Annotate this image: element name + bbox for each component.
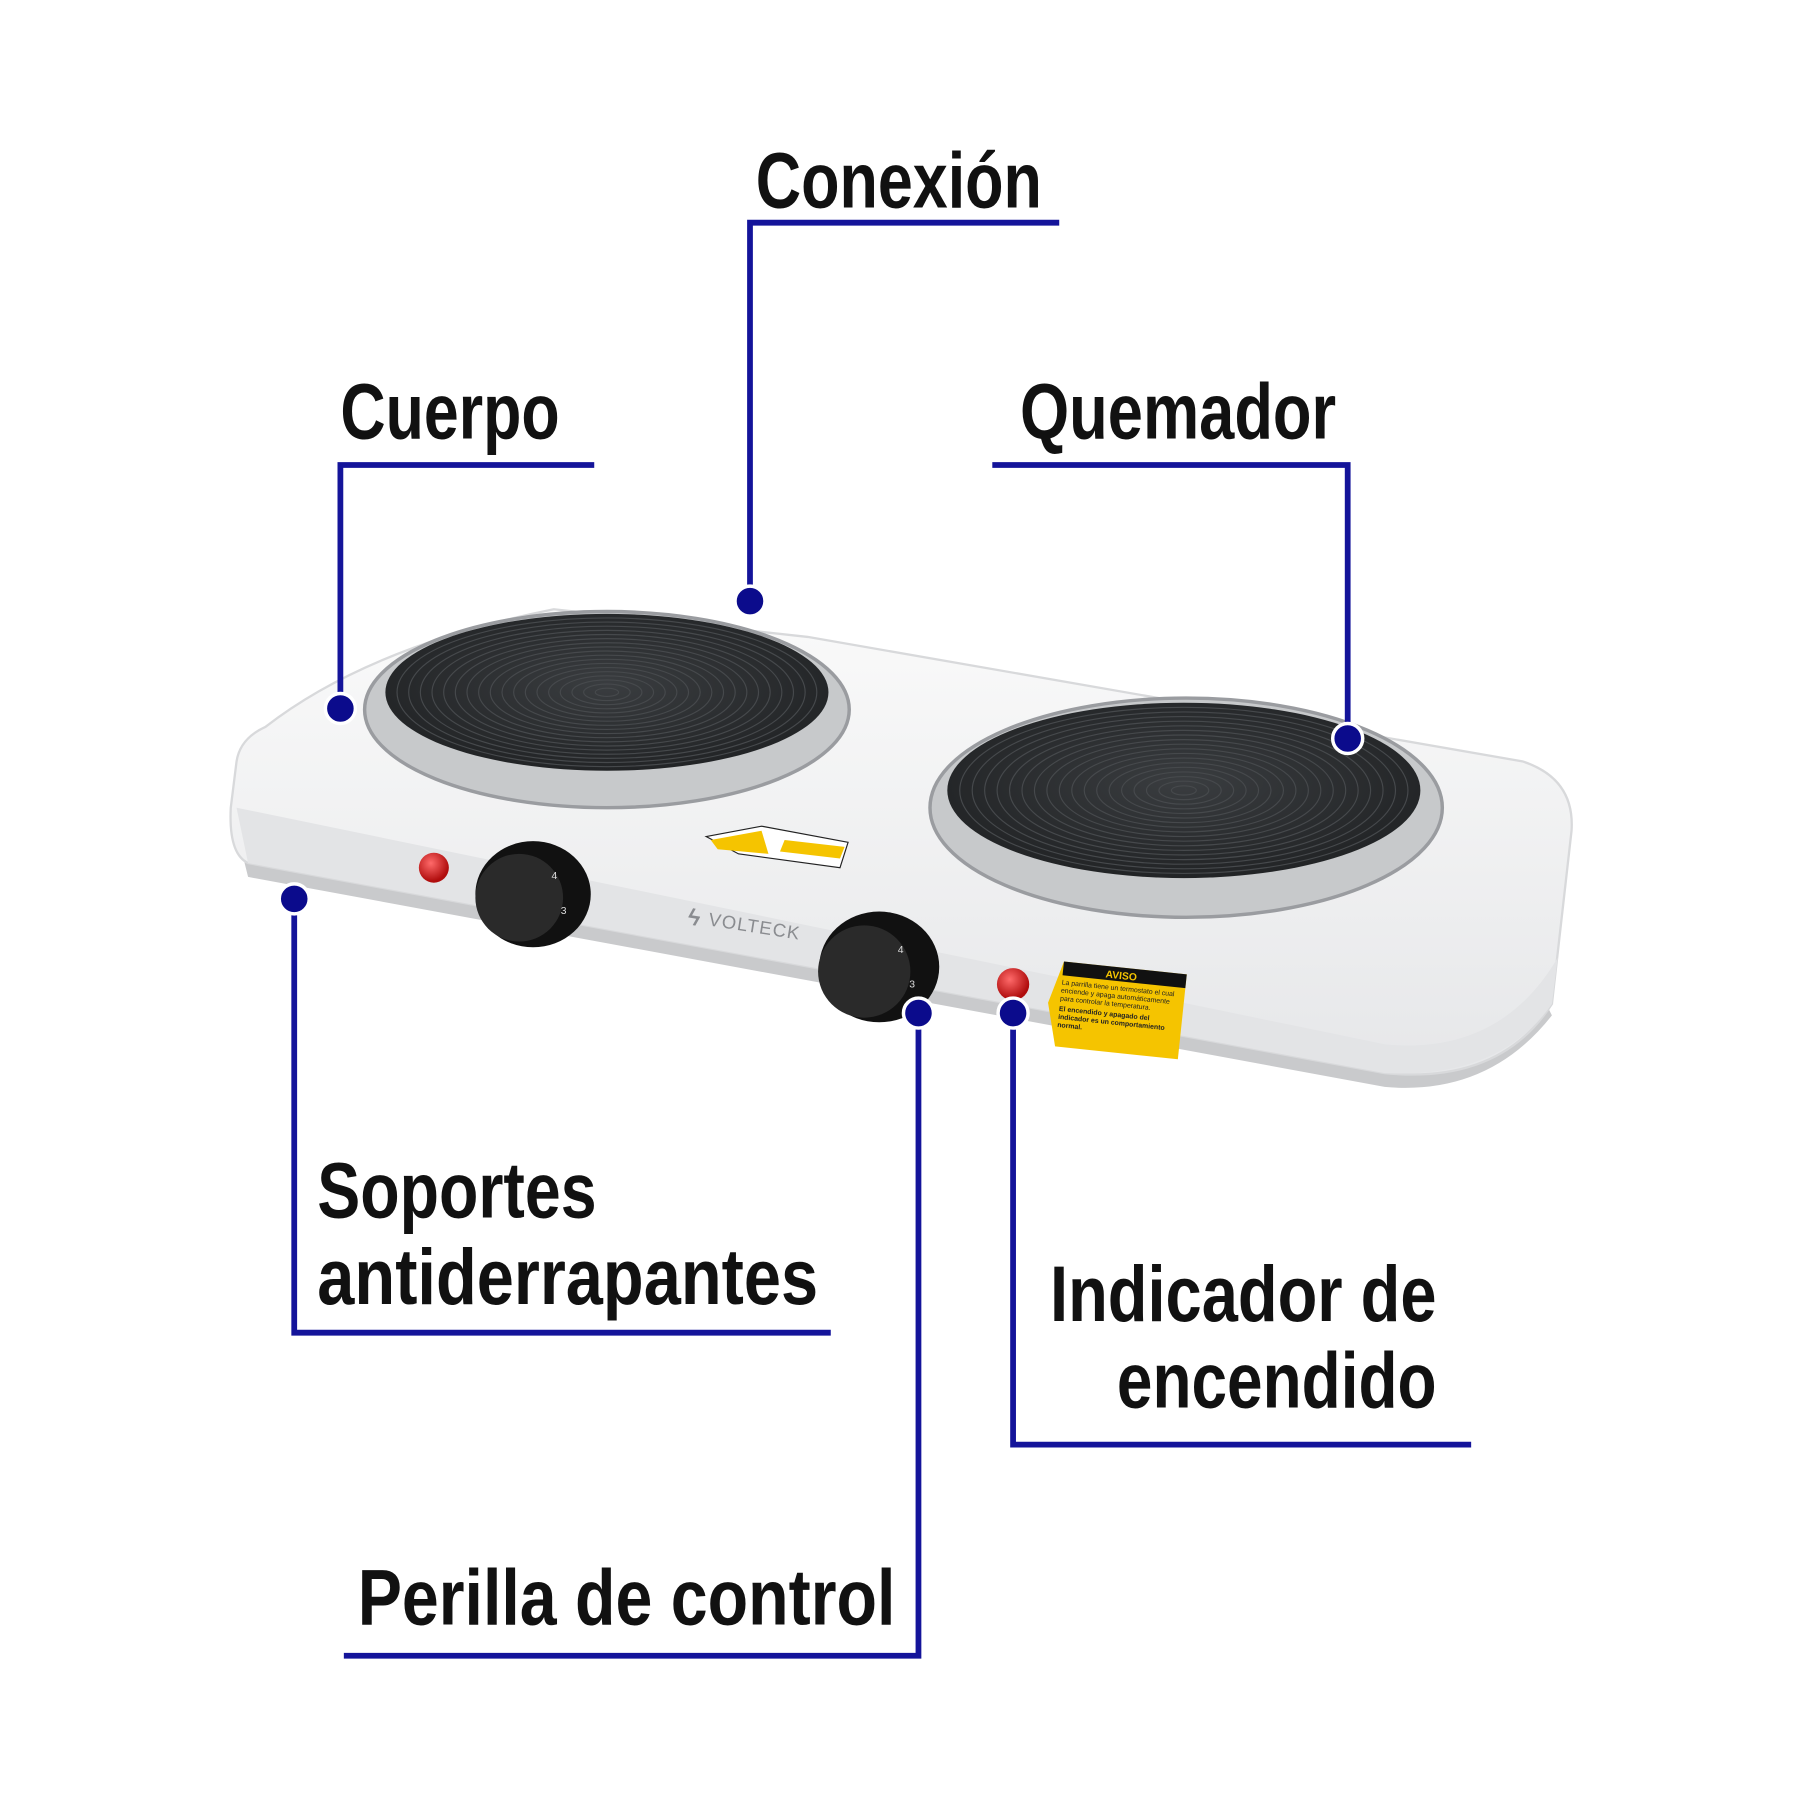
burner-groove	[466, 642, 748, 743]
burner-groove	[431, 629, 783, 755]
dot-conexion	[733, 584, 767, 618]
logo-mark: ϟ	[686, 904, 702, 932]
burner-groove	[1121, 766, 1247, 815]
burner-groove	[1158, 780, 1210, 801]
burner-groove	[1071, 748, 1297, 833]
control-knob-right[interactable]: 4 3	[818, 911, 940, 1023]
burner-groove	[548, 671, 666, 714]
callout-dots	[277, 584, 1365, 1030]
line-soportes	[291, 898, 831, 1336]
burner-groove	[478, 646, 736, 739]
knob-number: 4	[552, 871, 558, 882]
burner-groove	[971, 711, 1397, 870]
burner-groove	[489, 650, 725, 735]
dot-indicador	[996, 996, 1030, 1030]
knob-number: 3	[909, 980, 915, 991]
burner-groove	[419, 625, 795, 759]
label-indicador-line2: encendido	[1117, 1337, 1437, 1425]
burner-groove	[1033, 734, 1334, 847]
dot-quemador	[1330, 721, 1365, 756]
burner-groove	[408, 621, 806, 764]
burner-groove	[1096, 757, 1272, 824]
knob-number: 3	[561, 906, 567, 917]
burner-groove	[1021, 729, 1347, 851]
burner-groove	[1108, 762, 1260, 819]
label-conexion: Conexión	[756, 137, 1042, 225]
warning-label: AVISO La parrilla tiene un termostato el…	[1048, 961, 1187, 1060]
label-cuerpo: Cuerpo	[340, 367, 559, 455]
burner-groove	[559, 675, 655, 710]
burner-groove	[583, 683, 631, 702]
burner-groove	[1083, 752, 1285, 828]
burner-groove	[536, 666, 678, 718]
burner-groove	[959, 706, 1409, 875]
line-conexion	[747, 219, 1060, 602]
front-face	[236, 807, 1558, 1074]
label-soportes-line2: antiderrapantes	[317, 1233, 818, 1321]
label-perilla: Perilla de control	[358, 1554, 896, 1642]
line-cuerpo	[337, 462, 595, 709]
burner-groove	[513, 658, 701, 726]
burner-groove	[1170, 785, 1197, 796]
label-soportes-line1: Soportes	[317, 1146, 596, 1234]
burner-groove	[1133, 771, 1235, 810]
line-indicador	[1010, 1013, 1472, 1448]
burner-groove	[1145, 775, 1222, 805]
burner-groove	[984, 715, 1384, 865]
burner-groove	[594, 687, 620, 698]
burner-groove	[524, 662, 690, 722]
dot-perilla	[901, 996, 936, 1030]
burner-left	[362, 609, 851, 810]
dot-cuerpo	[323, 691, 358, 726]
burner-groove	[454, 638, 760, 747]
burner-groove	[396, 617, 818, 768]
knob-number: 4	[898, 945, 904, 956]
label-quemador: Quemador	[1020, 367, 1336, 455]
burner-groove	[1046, 739, 1322, 842]
line-quemador	[992, 462, 1351, 739]
burner-groove	[501, 654, 713, 731]
label-indicador-line1: Indicador de	[1050, 1250, 1437, 1338]
burner-groove	[996, 720, 1372, 861]
line-perilla	[343, 1013, 922, 1659]
burner-groove	[1058, 743, 1309, 838]
warning-sticker-small	[704, 825, 849, 869]
dot-soportes	[277, 882, 311, 916]
burner-right	[928, 696, 1445, 920]
warning-text: normal.	[1057, 1022, 1083, 1032]
warning-title: AVISO	[1105, 969, 1137, 983]
hot-plate: 4 3 4 3 ϟ VOLTECK AVISO La parrilla tien…	[229, 608, 1573, 1088]
indicator-light-left	[418, 852, 449, 883]
indicator-light-right	[996, 968, 1030, 1001]
burner-groove	[443, 633, 771, 751]
burner-groove	[571, 679, 643, 706]
callout-lines	[291, 219, 1472, 1659]
burner-groove	[1008, 725, 1359, 856]
control-knob-left[interactable]: 4 3	[475, 841, 591, 948]
